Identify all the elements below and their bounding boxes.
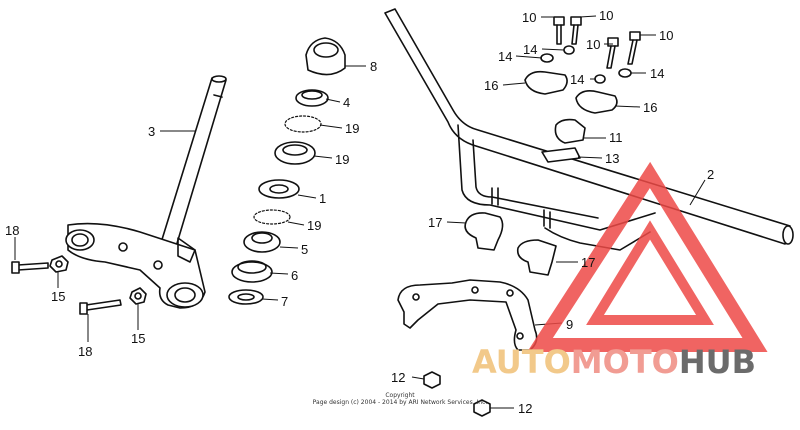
callout-10: 10 [522,10,537,25]
nut-12b [473,399,491,417]
callout-19: 19 [335,152,350,167]
callout-18: 18 [78,344,93,359]
callout-16: 16 [643,100,658,115]
bearing-6 [231,260,273,283]
callout-19: 19 [345,121,360,136]
holder-16b [575,90,618,114]
callout-10: 10 [586,37,601,52]
callout-2: 2 [707,167,715,182]
race-5 [243,231,281,253]
bolt-10d [627,31,641,65]
washer-14c [594,74,606,84]
callout-15: 15 [131,331,146,346]
callout-5: 5 [301,242,309,257]
washer-14b [563,45,575,55]
nut-12a [423,371,441,389]
bolt-10c [606,37,619,69]
callout-12: 12 [518,401,533,416]
callout-9: 9 [566,317,574,332]
watermark-hub: HUB [678,343,757,381]
callout-15: 15 [51,289,66,304]
callout-8: 8 [370,59,378,74]
dust-seal-7 [228,289,264,305]
watermark-logo [527,161,768,352]
steering-stem [65,75,227,309]
watermark-text: AUTOMOTOHUB [472,343,756,381]
nut-15-lower [129,287,147,305]
holder-16a [524,70,568,95]
steel-balls-19c [253,209,291,225]
callout-10: 10 [599,8,614,23]
callout-3: 3 [148,124,156,139]
callout-14: 14 [498,49,513,64]
callout-19: 19 [307,218,322,233]
holder-17b [516,239,557,276]
callout-16: 16 [484,78,499,93]
copyright-line-1: Copyright [385,392,415,399]
copyright-line-2: Page design (c) 2004 - 2014 by ARI Netwo… [312,399,488,406]
leader-lines [14,15,706,409]
plate-13 [541,147,581,163]
callout-7: 7 [281,294,289,309]
washer-4 [295,89,329,107]
callout-4: 4 [343,95,351,110]
stem-nut-8 [305,37,346,76]
race-19b [274,141,316,165]
handlebar [384,8,794,251]
callout-1: 1 [319,191,327,206]
callout-14: 14 [570,72,585,87]
callout-14: 14 [650,66,665,81]
washer-1 [258,179,300,199]
copyright-notice: Copyright Page design (c) 2004 - 2014 by… [300,392,500,406]
holder-17a [464,212,504,251]
callout-17: 17 [581,255,596,270]
callout-6: 6 [291,268,299,283]
watermark-auto: AUTO [472,343,571,381]
watermark-moto: MOTO [570,343,679,381]
nut-15-left [49,255,69,273]
callout-17: 17 [428,215,443,230]
callout-14: 14 [523,42,538,57]
bolt-10a [553,16,565,45]
bolt-10b [570,16,582,45]
callout-13: 13 [605,151,620,166]
steel-balls-19a [284,115,322,133]
callout-12: 12 [391,370,406,385]
washer-14a [540,53,554,63]
callout-11: 11 [609,130,623,145]
callout-18: 18 [5,223,20,238]
bracket-9 [397,279,538,351]
holder-11 [554,118,586,144]
bolt-18-left [11,261,49,274]
bolt-18-lower [79,299,122,315]
callout-10: 10 [659,28,674,43]
washer-14d [618,68,632,78]
